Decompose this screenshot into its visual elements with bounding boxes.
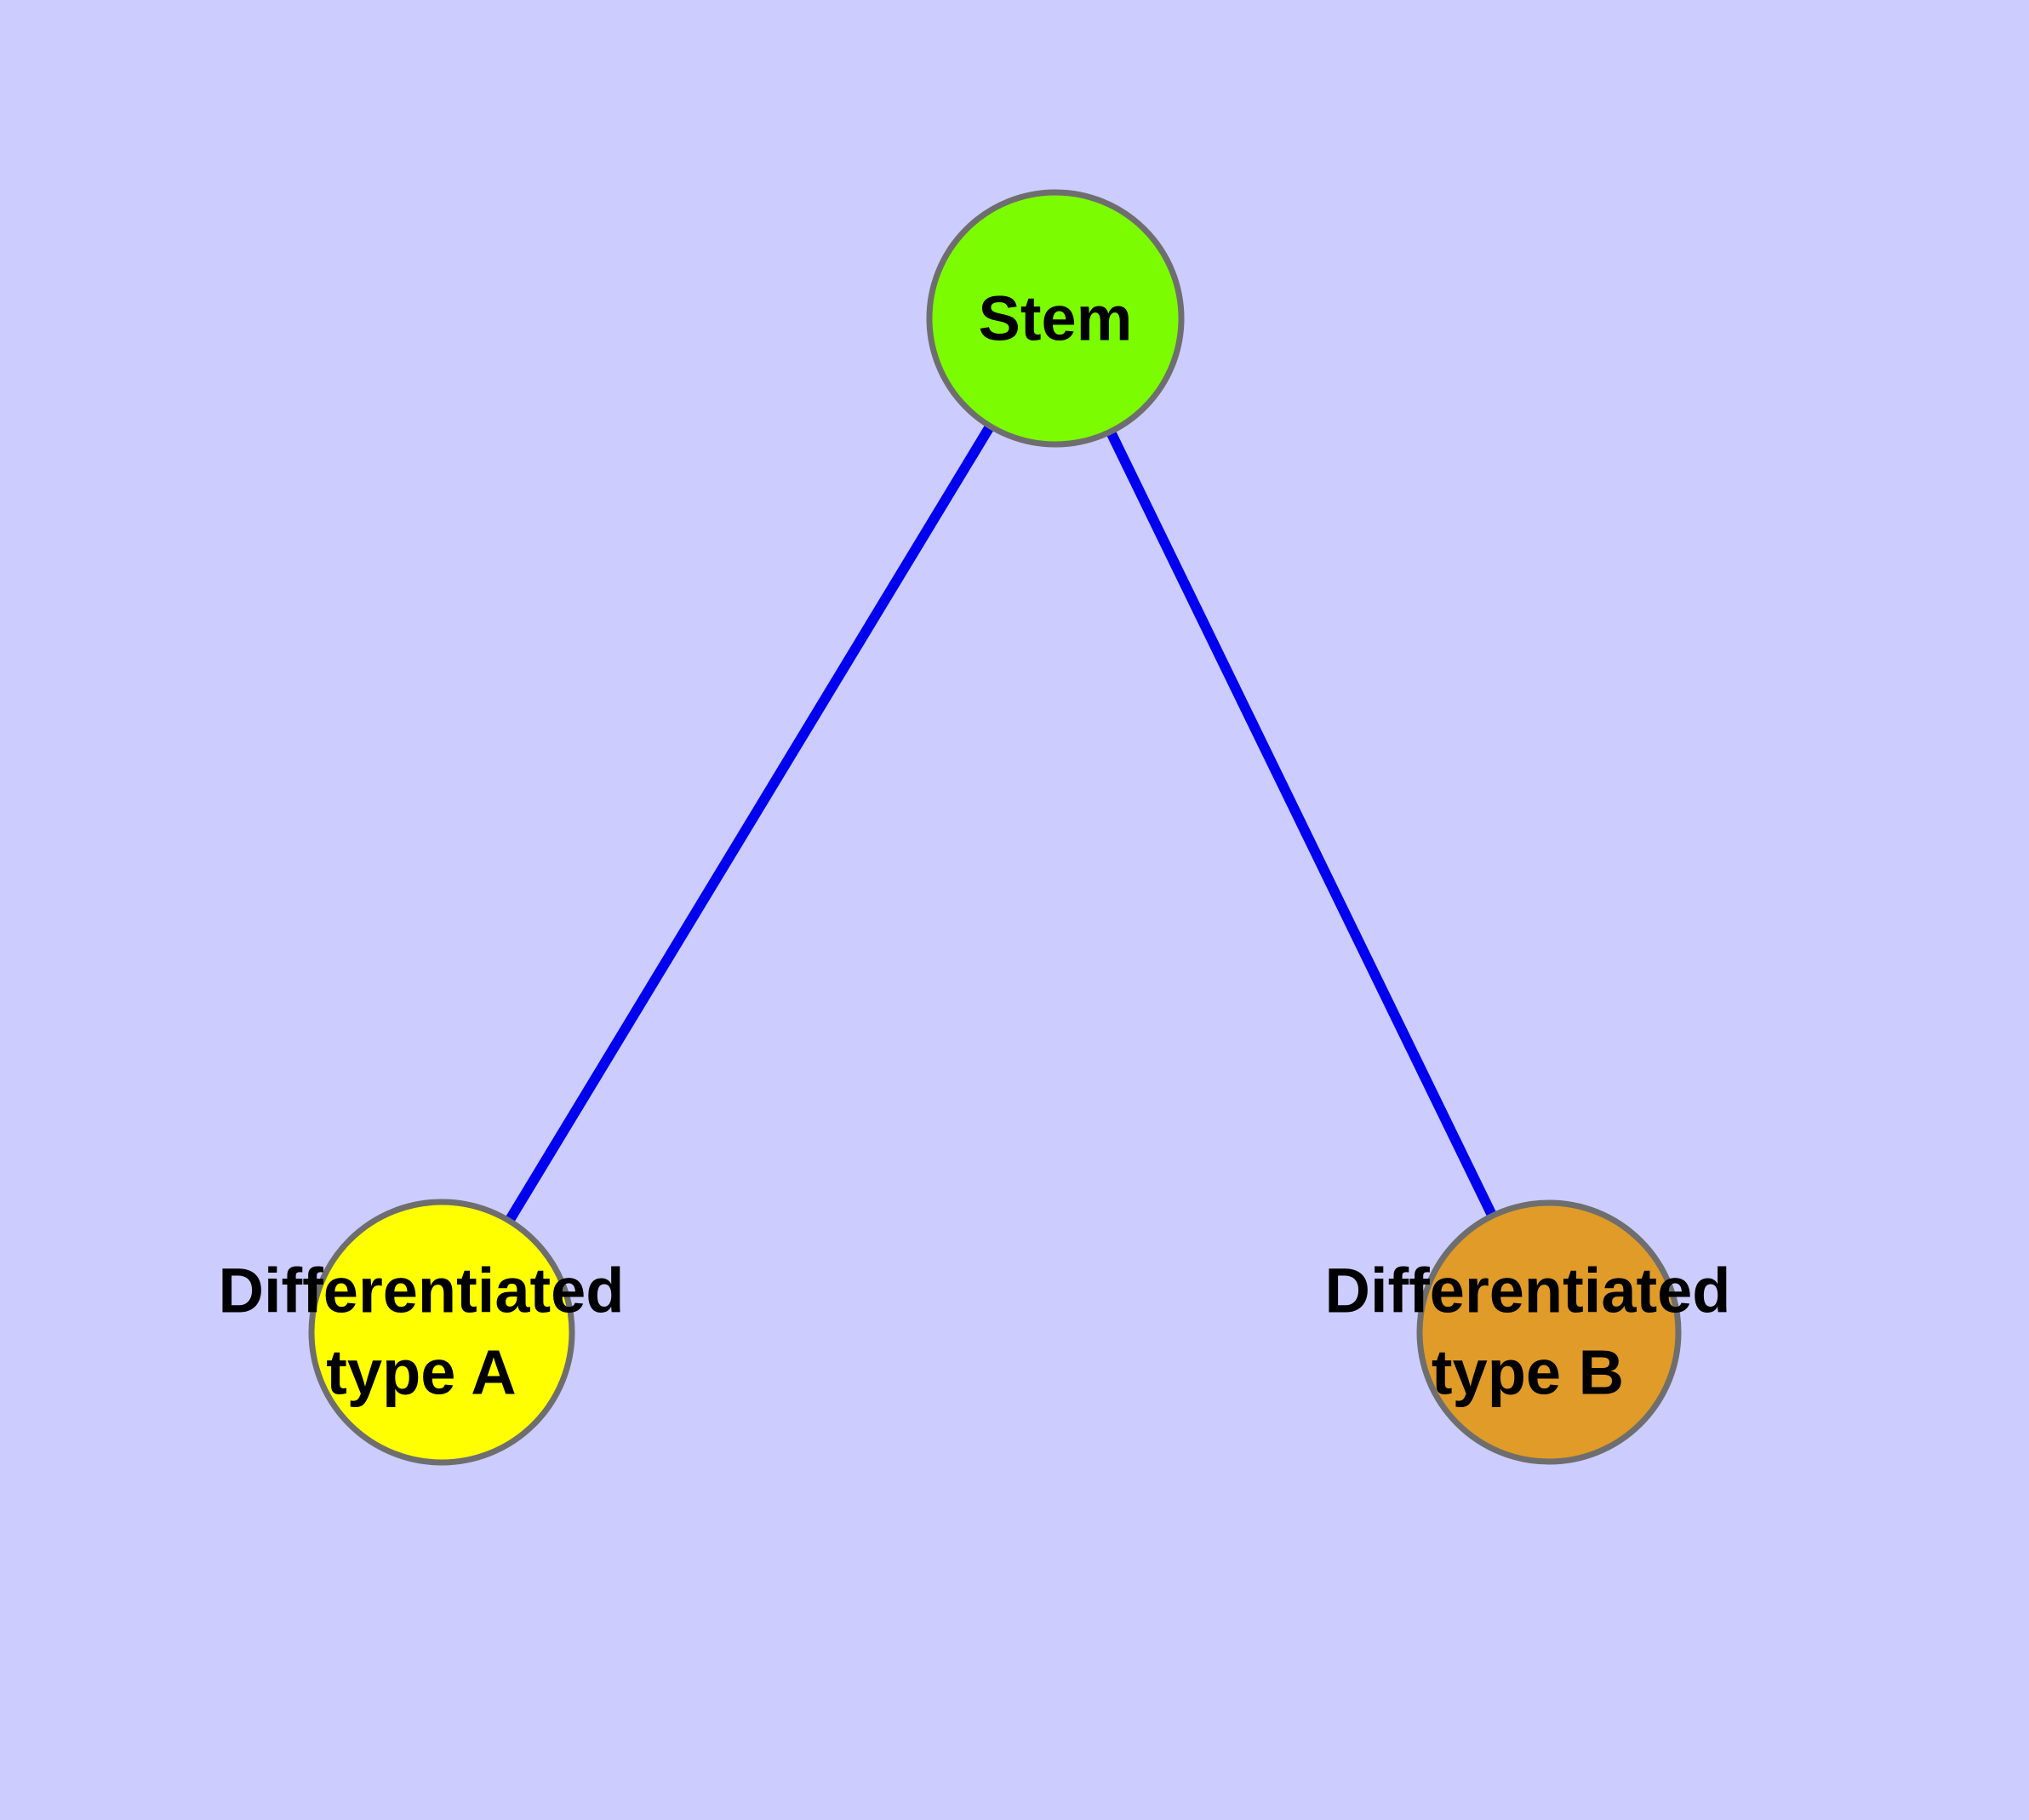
node-differentiated-type-b-circle[interactable]	[1416, 1199, 1682, 1465]
node-stem-circle[interactable]	[926, 189, 1185, 448]
node-differentiated-type-b[interactable]	[1416, 1199, 1682, 1465]
node-stem-label: Stem	[979, 283, 1133, 354]
edge-layer	[437, 315, 1554, 1336]
node-stem[interactable]	[926, 189, 1185, 448]
node-differentiated-type-b-label-line1: Differentiated	[1325, 1256, 1731, 1326]
node-differentiated-type-a-circle[interactable]	[308, 1199, 575, 1466]
edge-stem-to-differentiated-type-b[interactable]	[1050, 316, 1554, 1335]
node-layer	[308, 189, 1682, 1466]
label-layer: Stem Differentiated type A Differentiate…	[219, 283, 1731, 1408]
node-differentiated-type-a-label-line1: Differentiated	[219, 1256, 625, 1326]
node-differentiated-type-b-label-line2: type B	[1432, 1337, 1624, 1408]
edge-stem-to-differentiated-type-a[interactable]	[437, 315, 1060, 1336]
node-differentiated-type-a-label-line2: type A	[326, 1337, 516, 1408]
node-differentiated-type-a[interactable]	[308, 1199, 575, 1466]
